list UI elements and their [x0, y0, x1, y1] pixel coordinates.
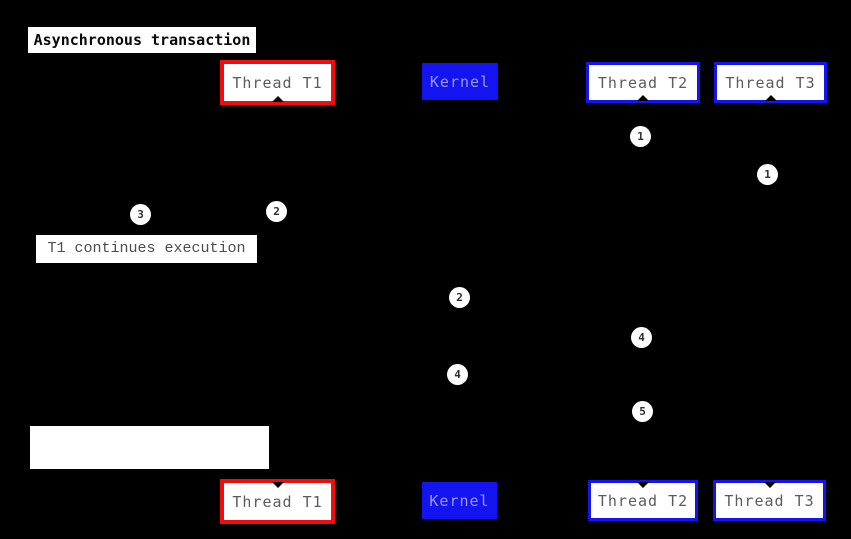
step-marker-2-t1: 2	[266, 201, 287, 222]
actor-kernel-bottom-label: Kernel	[429, 491, 490, 510]
actor-thread-t3-top: Thread T3	[714, 62, 827, 103]
diagram-title: Asynchronous transaction	[28, 27, 256, 53]
actor-thread-t3-bottom-label: Thread T3	[724, 491, 815, 510]
actor-kernel-top-label: Kernel	[429, 72, 491, 91]
lifeline-notch	[637, 482, 649, 488]
step-marker-2-kernel: 2	[449, 287, 470, 308]
actor-thread-t1-top: Thread T1	[220, 60, 335, 105]
step-marker-1-t3: 1	[757, 164, 778, 185]
step-marker-4-t2: 4	[631, 327, 652, 348]
lifeline-notch	[271, 482, 284, 488]
actor-thread-t1-top-label: Thread T1	[232, 73, 323, 92]
actor-thread-t2-bottom-label: Thread T2	[597, 491, 689, 510]
lifeline-notch	[763, 482, 776, 488]
actor-thread-t3-top-label: Thread T3	[725, 73, 816, 92]
step-marker-3: 3	[130, 204, 151, 225]
step-marker-5: 5	[632, 401, 653, 422]
step-marker-4-kernel: 4	[447, 364, 468, 385]
lifeline-notch	[637, 95, 649, 101]
lifeline-notch	[764, 95, 777, 101]
actor-thread-t2-bottom: Thread T2	[588, 480, 698, 521]
lifeline-notch	[271, 96, 284, 102]
note-t1-continues: T1 continues execution	[36, 235, 257, 263]
actor-thread-t2-top-label: Thread T2	[597, 73, 689, 92]
actor-thread-t1-bottom-label: Thread T1	[232, 492, 323, 511]
actor-thread-t1-bottom: Thread T1	[220, 479, 335, 524]
actor-thread-t3-bottom: Thread T3	[713, 480, 826, 521]
step-marker-1-t2: 1	[630, 126, 651, 147]
actor-thread-t2-top: Thread T2	[586, 62, 700, 103]
actor-kernel-top: Kernel	[422, 63, 498, 100]
blank-label-box	[30, 426, 269, 469]
actor-kernel-bottom: Kernel	[422, 482, 497, 519]
